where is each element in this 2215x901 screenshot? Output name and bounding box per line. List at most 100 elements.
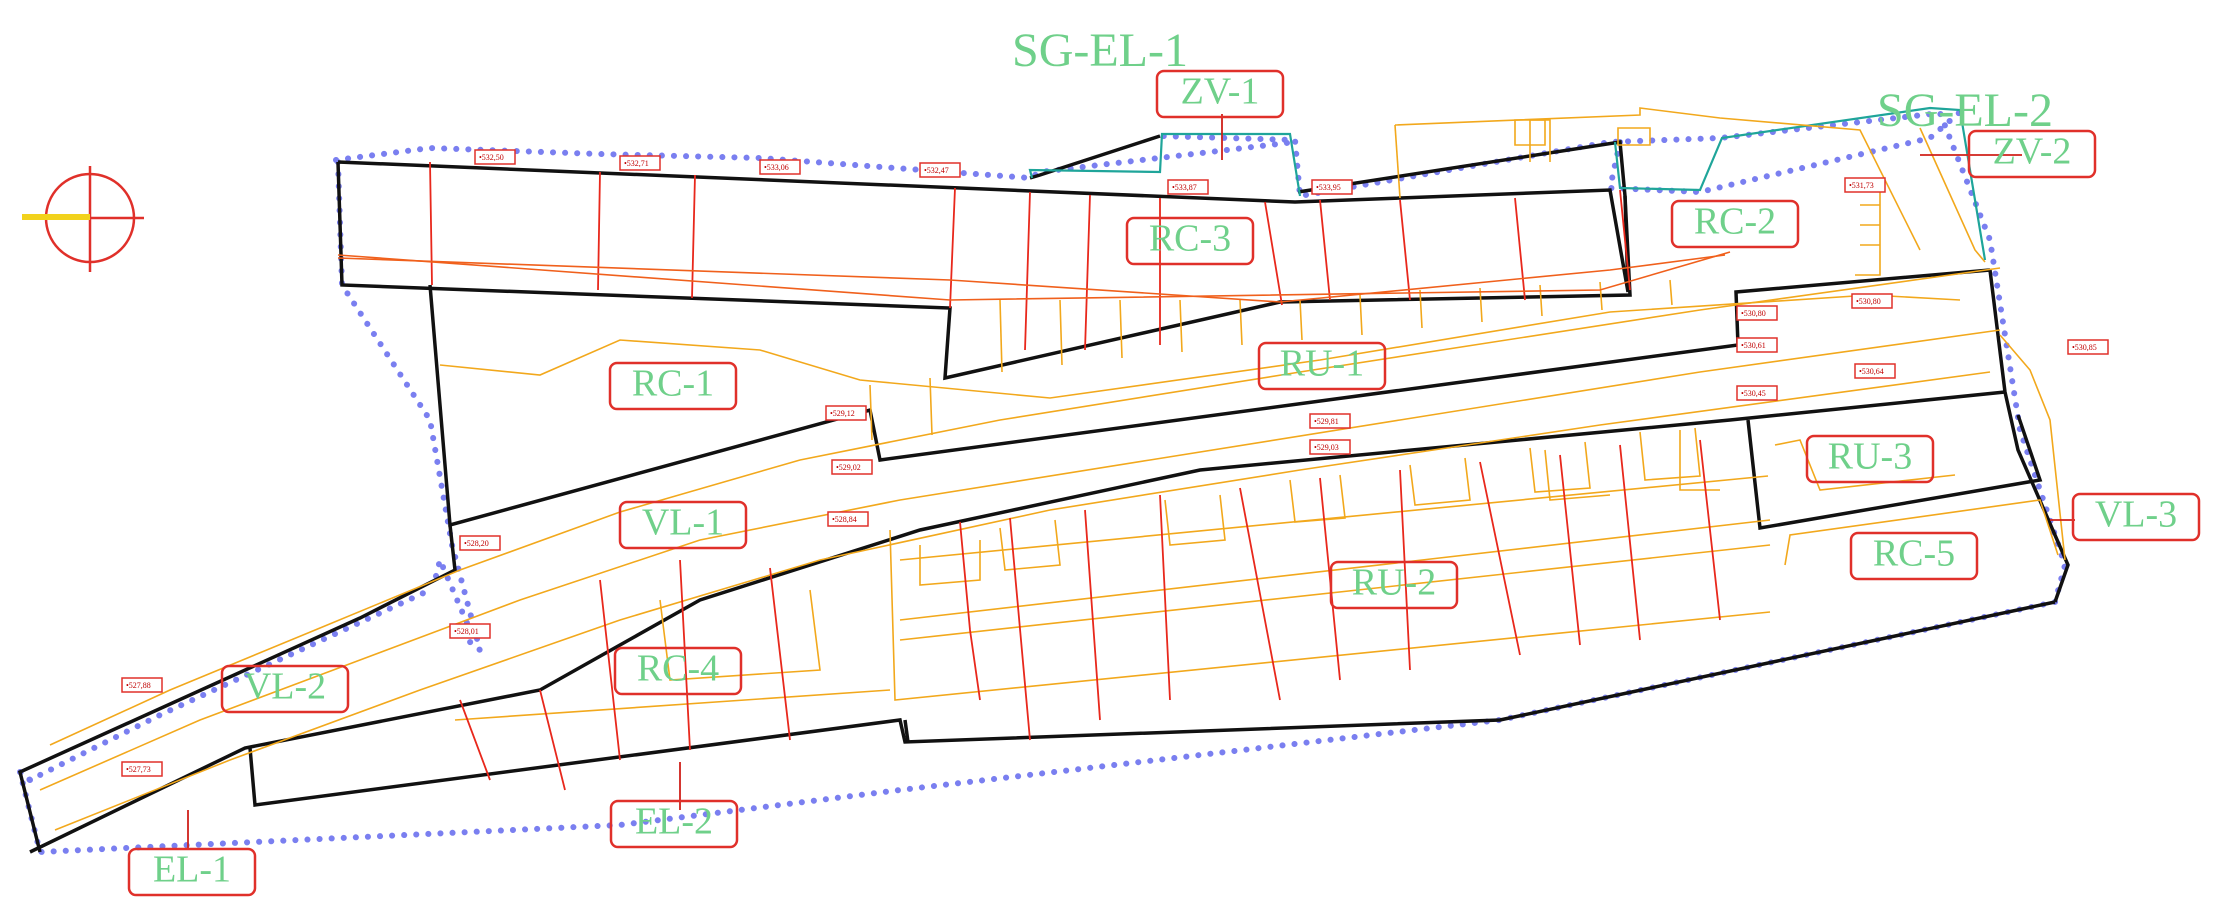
elevation-box: [1309, 413, 1351, 429]
zone-label-el-1: EL-1: [127, 847, 257, 897]
elevation-value: •527,73: [126, 765, 151, 774]
lot-lines: [429, 161, 1721, 791]
elevation-value: •530,80: [1741, 309, 1766, 318]
elevation-value: •530,45: [1741, 389, 1766, 398]
elevation-box: [449, 623, 491, 639]
zone-label-vl-1: VL-1: [618, 500, 748, 550]
elevation-value: •531,73: [1849, 181, 1874, 190]
zone-label-frame: [1805, 434, 1935, 484]
elevation-value: •529,81: [1314, 417, 1339, 426]
zone-label-frame: [1257, 341, 1387, 391]
elevation-box: [759, 159, 801, 175]
zone-label-sg-el-2: SG-EL-2: [1877, 84, 2053, 137]
zone-label-frame: [220, 664, 350, 714]
elevation-marker: •529,02: [831, 459, 873, 475]
elevation-marker: •530,85: [2067, 339, 2109, 355]
elevation-box: [827, 511, 869, 527]
zone-label-text: ZV-1: [1181, 71, 1260, 113]
elevation-box: [831, 459, 873, 475]
elevation-value: •529,03: [1314, 443, 1339, 452]
zone-label-text: VL-2: [244, 666, 326, 708]
zone-label-text: ZV-2: [1993, 131, 2072, 173]
elevation-value: •530,61: [1741, 341, 1766, 350]
north-arrow-icon: [22, 166, 144, 272]
elevation-marker: •533,95: [1311, 179, 1353, 195]
elevation-marker: •533,87: [1167, 179, 1209, 195]
zone-label-ru-2: RU-2: [1329, 560, 1459, 610]
zone-label-vl-2: VL-2: [220, 664, 350, 714]
zone-label-text: RC-1: [632, 363, 714, 405]
zone-label-text: EL-1: [153, 849, 231, 891]
zone-label-rc-5: RC-5: [1849, 531, 1979, 581]
elevation-marker: •528,01: [449, 623, 491, 639]
leader-lines: [187, 114, 2075, 850]
elevation-value: •528,84: [832, 515, 857, 524]
zone-labels: SG-EL-1SG-EL-2 ZV-1ZV-2RC-1 RC-2 RC-3RC-4 RC…: [127, 24, 2201, 897]
lot-lines-inner: [337, 251, 1731, 303]
elevation-marker: •529,03: [1309, 439, 1351, 455]
zone-label-ru-3: RU-3: [1805, 434, 1935, 484]
elevation-box: [825, 405, 867, 421]
elevation-markers: •532,50•532,71•533,06•532,47•533,87•533,…: [121, 149, 2109, 777]
elevation-box: [121, 761, 163, 777]
zone-label-frame: [608, 361, 738, 411]
zone-label-text: VL-1: [642, 502, 724, 544]
zone-label-el-2: EL-2: [609, 799, 739, 849]
elevation-box: [1167, 179, 1209, 195]
zone-label-frame: [1155, 69, 1285, 119]
zone-label-ru-1: RU-1: [1257, 341, 1387, 391]
elevation-value: •533,87: [1172, 183, 1197, 192]
elevation-marker: •527,88: [121, 677, 163, 693]
elevation-value: •532,50: [479, 153, 504, 162]
zone-label-frame: [1125, 216, 1255, 266]
elevation-marker: •527,73: [121, 761, 163, 777]
elevation-box: [1309, 439, 1351, 455]
zone-label-rc-2: RC-2: [1670, 199, 1800, 249]
elevation-box: [1844, 177, 1886, 193]
elevation-value: •529,02: [836, 463, 861, 472]
elevation-marker: •532,50: [474, 149, 516, 165]
plot-boundary-dots: [14, 109, 2069, 856]
elevation-marker: •530,61: [1736, 337, 1778, 353]
zone-label-rc-3: RC-3: [1125, 216, 1255, 266]
elevation-marker: •531,73: [1844, 177, 1886, 193]
elevation-marker: •529,12: [825, 405, 867, 421]
elevation-value: •532,47: [924, 166, 949, 175]
zone-boundaries: [17, 134, 2070, 854]
elevation-value: •530,85: [2072, 343, 2097, 352]
elevation-marker: •532,47: [919, 162, 961, 178]
zone-label-text: RC-2: [1694, 201, 1776, 243]
zv-outlines: [1028, 106, 1987, 261]
zone-label-frame: [613, 646, 743, 696]
zone-label-frame: [618, 500, 748, 550]
zone-label-text: RC-5: [1873, 533, 1955, 575]
zone-label-text: RU-2: [1352, 562, 1436, 604]
elevation-marker: •530,64: [1854, 363, 1896, 379]
zone-label-frame: [1967, 129, 2097, 179]
zone-label-text: SG-EL-1: [1012, 24, 1188, 77]
elevation-box: [1736, 305, 1778, 321]
zone-label-text: EL-2: [635, 801, 713, 843]
zone-label-text: SG-EL-2: [1877, 84, 2053, 137]
elevation-box: [121, 677, 163, 693]
elevation-marker: •529,81: [1309, 413, 1351, 429]
road-lines: [39, 107, 2066, 831]
zone-label-frame: [609, 799, 739, 849]
elevation-box: [1851, 293, 1893, 309]
elevation-box: [2067, 339, 2109, 355]
elevation-value: •529,12: [830, 409, 855, 418]
zone-label-frame: [1329, 560, 1459, 610]
zone-label-text: RC-4: [637, 648, 719, 690]
zone-label-vl-3: VL-3: [2071, 492, 2201, 542]
zone-label-sg-el-1: SG-EL-1: [1012, 24, 1188, 77]
elevation-value: •530,64: [1859, 367, 1884, 376]
elevation-value: •528,01: [454, 627, 479, 636]
elevation-box: [1736, 337, 1778, 353]
elevation-value: •533,95: [1316, 183, 1341, 192]
elevation-value: •533,06: [764, 163, 789, 172]
elevation-box: [1311, 179, 1353, 195]
zone-label-text: RC-3: [1149, 218, 1231, 260]
elevation-value: •528,20: [464, 539, 489, 548]
elevation-marker: •530,45: [1736, 385, 1778, 401]
